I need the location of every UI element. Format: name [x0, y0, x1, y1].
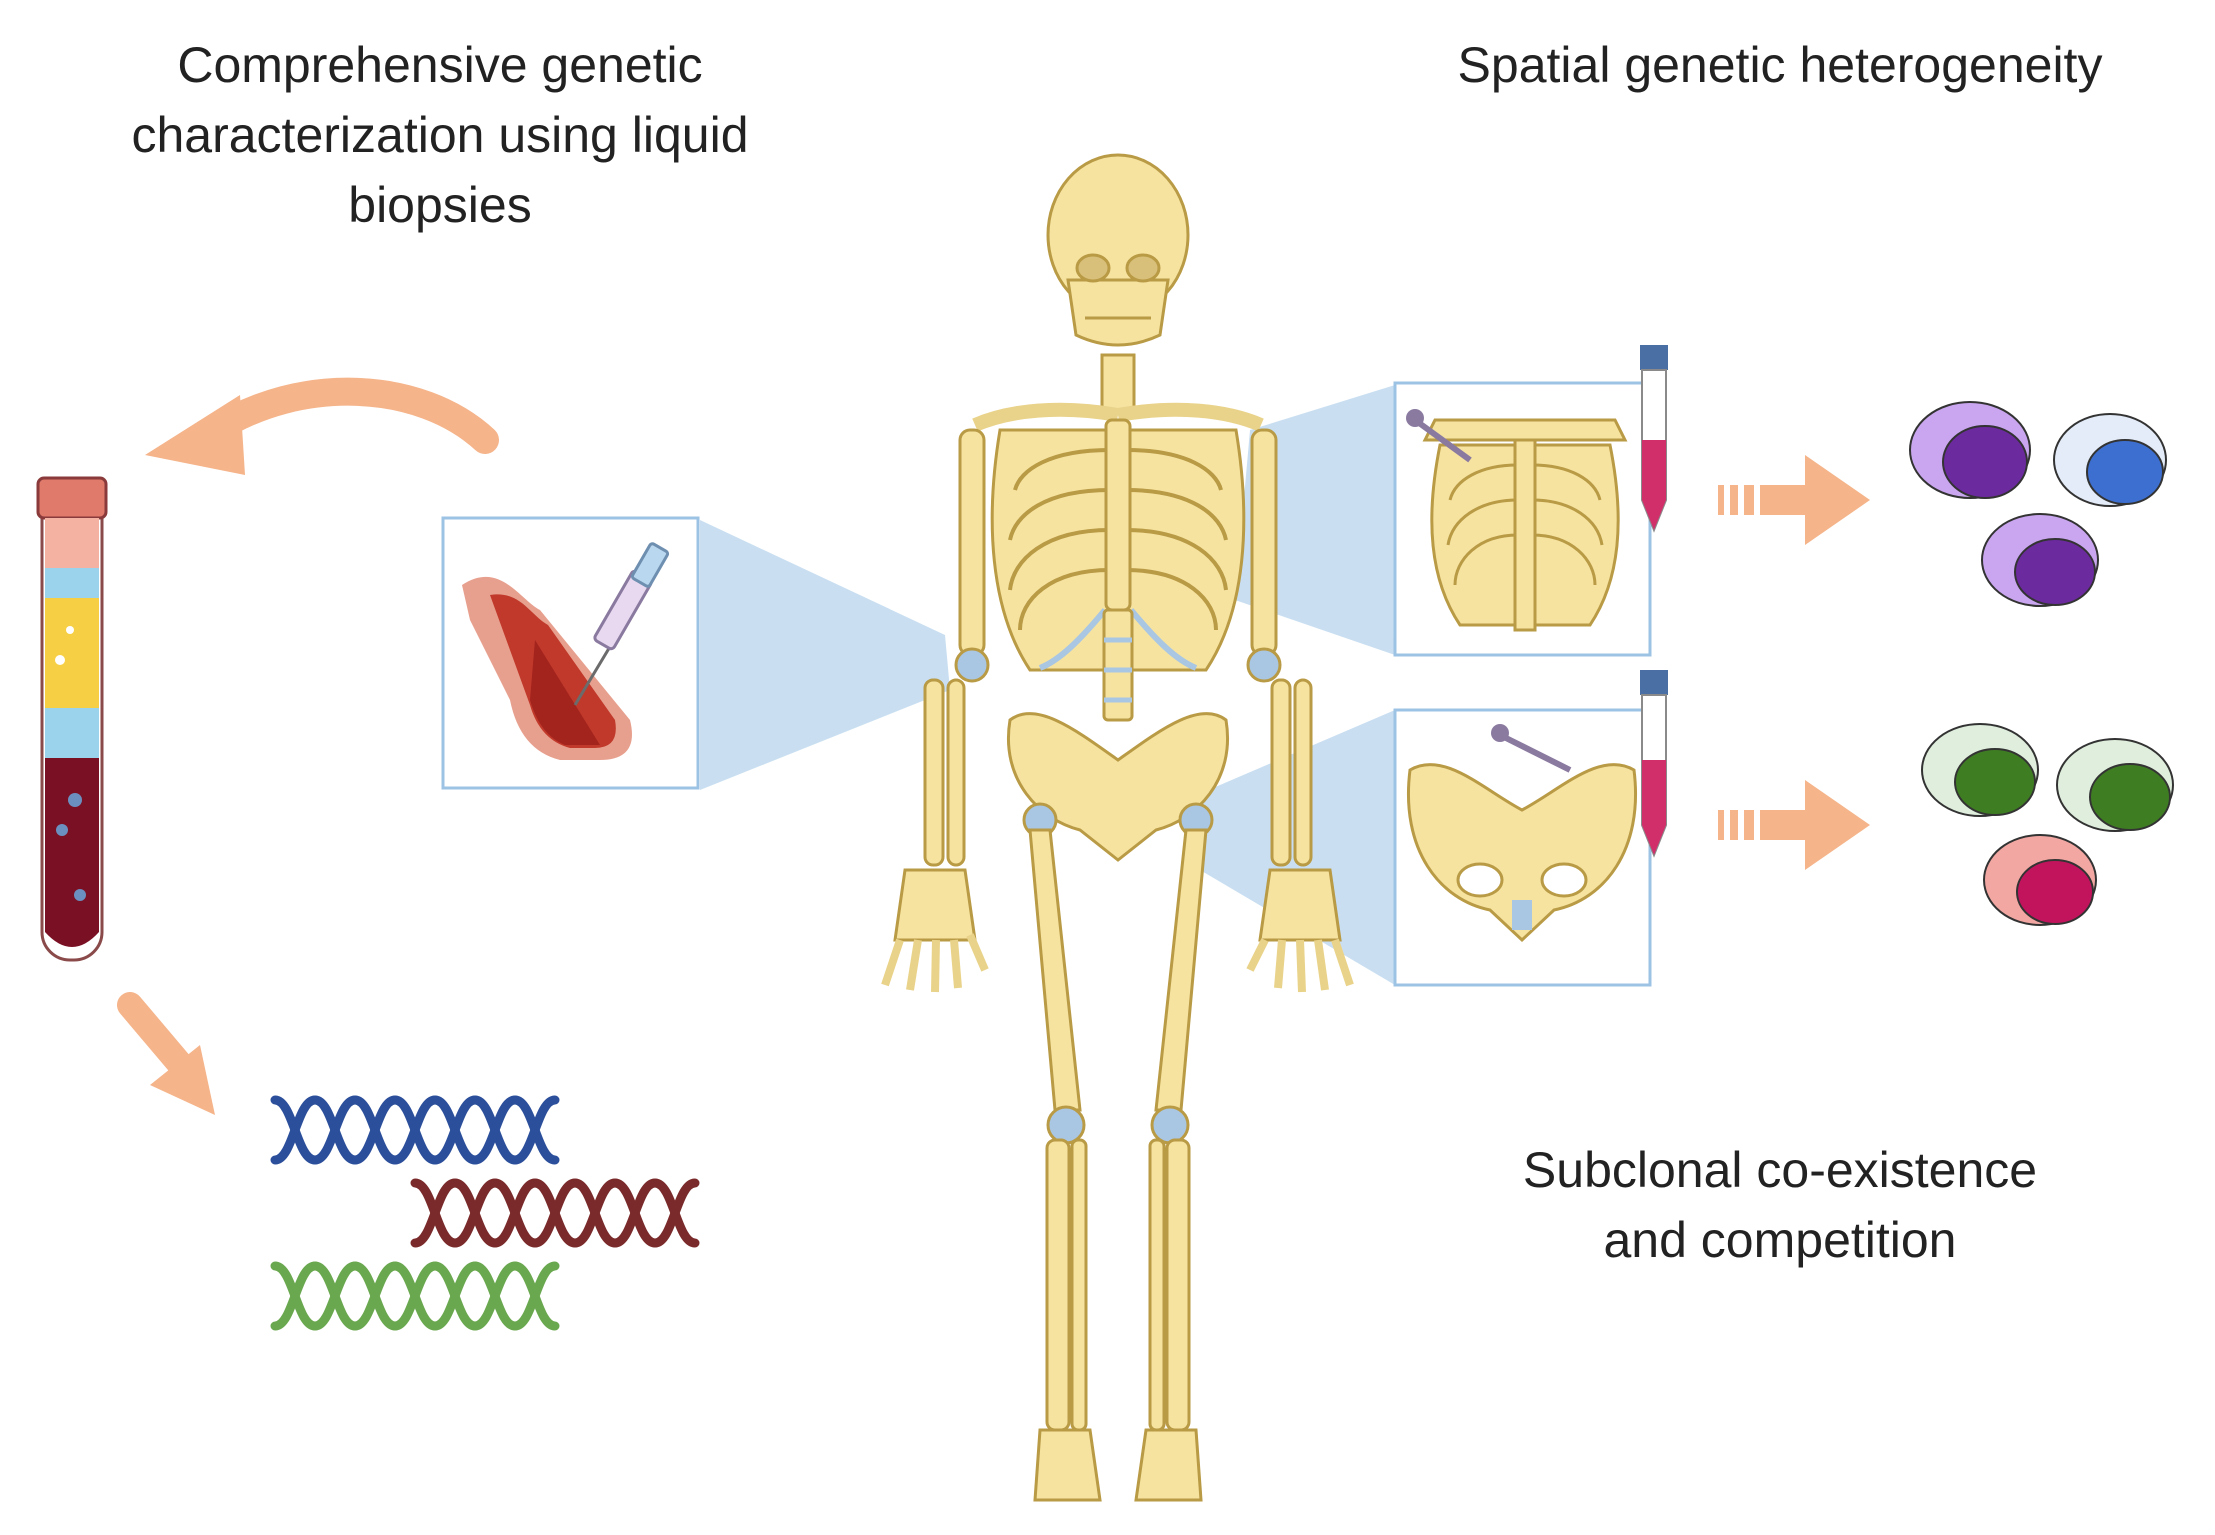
liquid-biopsy-label: Comprehensive genetic characterization u… [40, 30, 840, 240]
tumor-cell-icon [1909, 401, 2167, 607]
pelvis-biopsy-icon [1393, 708, 1652, 987]
skeleton-icon [881, 153, 1354, 1502]
subclonal-competition-label: Subclonal co-existence and competition [1390, 1135, 2170, 1275]
arrows-to-cells [1718, 455, 1870, 870]
tumor-cell-icon [1921, 723, 2174, 926]
dna-helix-icon [275, 1100, 695, 1326]
ribcage-biopsy-icon [1393, 381, 1652, 657]
curved-arrow-to-tube [145, 377, 499, 475]
liquid-biopsy-label-line: Comprehensive genetic [177, 37, 703, 93]
liquid-biopsy-label-line: biopsies [348, 177, 532, 233]
blood-vessel-syringe-icon [441, 516, 700, 790]
sample-tube-icon [1640, 345, 1668, 858]
spatial-heterogeneity-label: Spatial genetic heterogeneity [1457, 37, 2103, 93]
liquid-biopsy-label-line: characterization using liquid [131, 107, 749, 163]
blood-tube-icon [36, 476, 108, 962]
arrow-to-dna [117, 992, 215, 1115]
subclonal-label-line: Subclonal co-existence [1522, 1142, 2038, 1198]
subclonal-label-line: and competition [1603, 1212, 1957, 1268]
